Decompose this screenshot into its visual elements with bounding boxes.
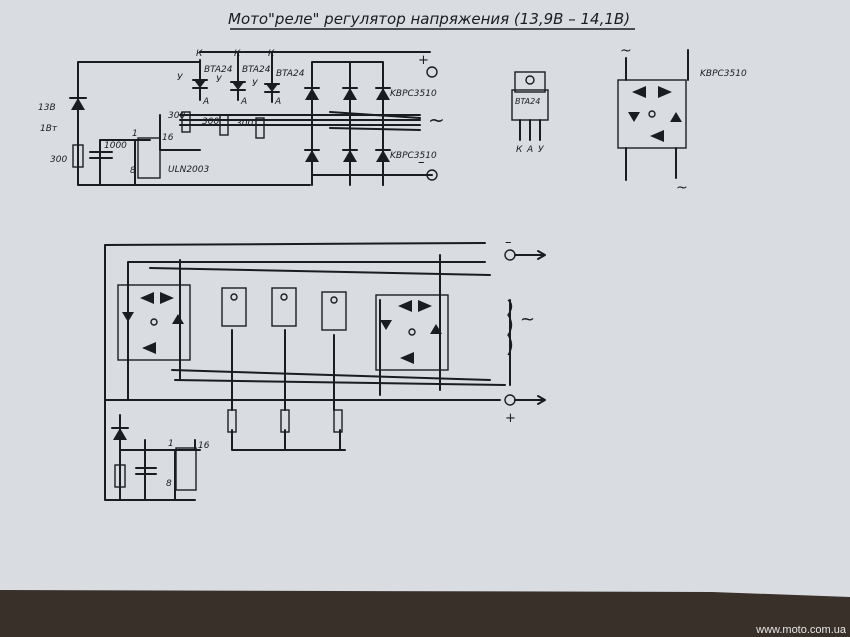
uln2003-chip: [137, 137, 161, 179]
resistor-r4-label: 300: [236, 119, 253, 129]
triac-1-k-label: К: [196, 49, 203, 59]
ac-label-top: ~: [428, 108, 445, 132]
bottom-ic-pin16: 16: [198, 441, 210, 451]
bridge-pinout-label: KBPC3510: [700, 69, 747, 79]
terminal-minus-top: [426, 169, 438, 181]
bridge-diodes: [304, 87, 391, 162]
zener-diode: [71, 98, 85, 110]
triac-pinout: BTA24 К А У: [511, 71, 549, 155]
bridge-module-right: [375, 294, 449, 371]
resistor-r2-label: 300: [168, 111, 185, 121]
bottom-ic-pin8: 8: [166, 479, 172, 489]
triac-3-u-label: У: [252, 79, 258, 89]
triac-1-label: BTA24: [204, 65, 233, 75]
triac-2-a-label: А: [240, 97, 247, 107]
minus-label-top: –: [418, 155, 425, 170]
ac-label-bottom: ~: [520, 309, 535, 330]
capacitor-label: 1000: [104, 141, 127, 151]
ic-pin16-label: 16: [162, 133, 174, 143]
minus-label-bottom: –: [505, 235, 512, 250]
pinout-triac-label: BTA24: [515, 97, 540, 106]
top-schematic: 13В 1Вт 300 1000 1 8 16 ULN2003 300 300 …: [38, 49, 445, 186]
bottom-resistor-1: [227, 409, 237, 433]
bottom-ic: [175, 447, 197, 491]
resistor-r4: [255, 117, 265, 139]
bottom-resistor-3: [333, 409, 343, 433]
ac-brace: [507, 299, 513, 356]
triac-3: К У А BTA24: [252, 49, 305, 107]
zener-voltage-label: 13В: [38, 103, 56, 113]
plus-label-bottom: +: [505, 411, 516, 426]
ic-label: ULN2003: [168, 165, 210, 175]
triac-1-a-label: А: [202, 97, 209, 107]
pinout-u-label: У: [538, 145, 544, 155]
pinout-k-label: К: [516, 145, 523, 155]
bridge-pinout-ac-bottom: ~: [676, 180, 688, 196]
triac-3-a-label: А: [274, 97, 281, 107]
bridge-label-2: KBPC3510: [390, 151, 437, 161]
resistor-r3: [219, 114, 229, 136]
diagram-title: Мото"реле" регулятор напряжения (13,9В –…: [228, 10, 630, 28]
terminal-plus-top: [426, 66, 438, 78]
zener-power-label: 1Вт: [40, 124, 58, 134]
triac-2-k-label: К: [234, 49, 241, 59]
triac-2-u-label: У: [216, 75, 222, 85]
ic-pin8-label: 8: [130, 166, 136, 176]
triac-1-u-label: У: [177, 73, 183, 83]
resistor-r2: [181, 111, 191, 133]
paper-sheet: [0, 0, 850, 597]
triac-2: К У А BTA24: [216, 49, 271, 107]
bridge-pinout-ac-top: ~: [620, 43, 632, 59]
triac-3-label: BTA24: [276, 69, 305, 79]
bottom-triac-3: [321, 291, 347, 331]
bottom-resistor-2: [280, 409, 290, 433]
resistor-r1: [72, 144, 84, 168]
resistor-r3-label: 300: [202, 117, 219, 127]
plus-label-top: +: [418, 53, 429, 68]
bridge-pinout: KBPC3510 ~ ~: [617, 43, 747, 196]
bridge-label-1: KBPC3510: [390, 89, 437, 99]
triac-3-k-label: К: [268, 49, 275, 59]
bottom-resistor-4: [114, 464, 126, 488]
bottom-ic-pin1: 1: [168, 439, 174, 449]
capacitor: [89, 151, 113, 159]
triac-2-label: BTA24: [242, 65, 271, 75]
bridge-module-left: [117, 284, 191, 361]
bottom-triac-1: [221, 287, 247, 327]
bottom-schematic: 1 16 8 – ~ +: [104, 235, 546, 501]
bottom-triac-2: [271, 287, 297, 327]
resistor-r1-label: 300: [50, 155, 67, 165]
pinout-a-label: А: [526, 145, 533, 155]
bottom-zener: [113, 428, 127, 440]
watermark: www.moto.com.ua: [756, 624, 846, 636]
bottom-capacitor: [135, 467, 157, 475]
ic-pin1-label: 1: [132, 129, 138, 139]
triac-1: К У А BTA24: [177, 49, 233, 107]
